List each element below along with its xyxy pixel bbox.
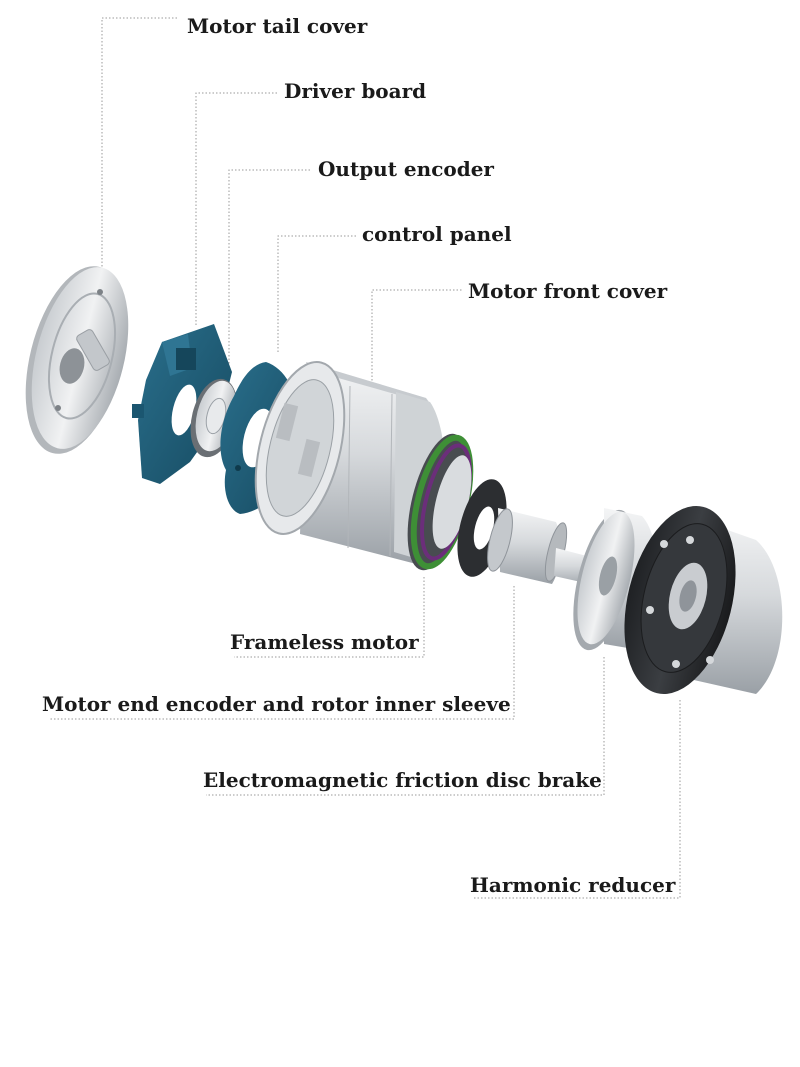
leader-motor-end-encoder	[50, 586, 515, 720]
motor-end-encoder	[457, 479, 610, 588]
leader-motor-tail-cover	[101, 17, 178, 270]
leader-harmonic-reducer	[474, 700, 681, 899]
leader-motor-front-cover	[371, 289, 462, 412]
label-driver-board: Driver board	[284, 79, 427, 103]
driver-board	[132, 324, 232, 484]
label-motor-front-cover: Motor front cover	[468, 279, 668, 303]
frameless-motor	[407, 433, 474, 571]
leader-driver-board	[195, 92, 278, 325]
motor-tail-cover	[25, 266, 129, 454]
leader-brake	[206, 657, 605, 796]
label-motor-end-encoder: Motor end encoder and rotor inner sleeve	[42, 692, 511, 716]
label-harmonic-reducer: Harmonic reducer	[470, 873, 676, 897]
label-frameless-motor: Frameless motor	[230, 630, 419, 654]
harmonic-reducer	[624, 506, 783, 694]
leader-frameless-motor	[234, 577, 425, 658]
leader-control-panel	[277, 235, 356, 352]
label-motor-tail-cover: Motor tail cover	[187, 14, 368, 38]
label-electromagnetic-brake: Electromagnetic friction disc brake	[203, 768, 602, 792]
label-control-panel: control panel	[362, 222, 512, 246]
leader-output-encoder	[228, 169, 312, 388]
label-output-encoder: Output encoder	[318, 157, 494, 181]
